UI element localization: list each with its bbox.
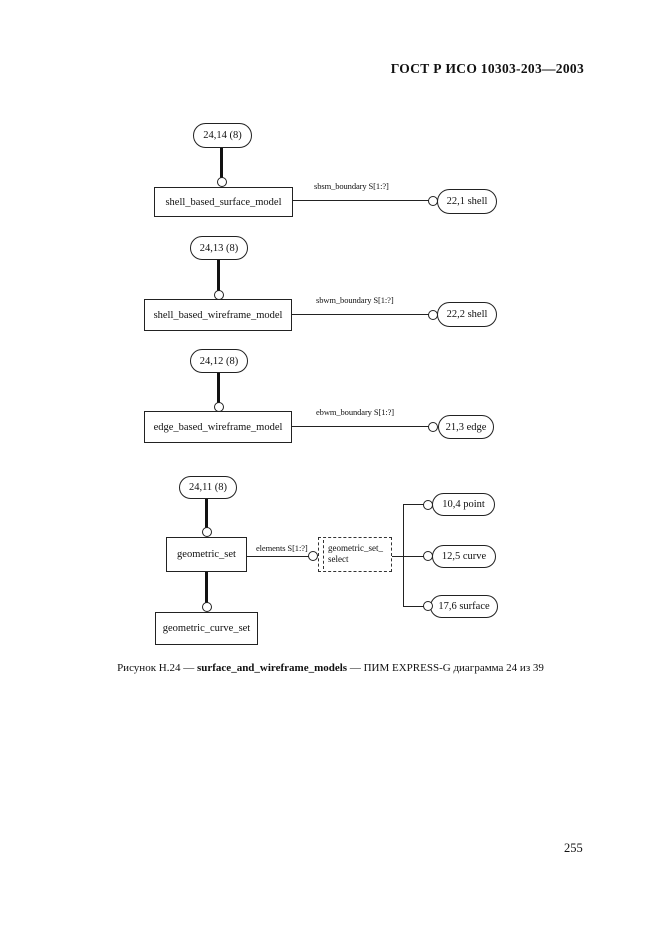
entity-box: shell_based_surface_model: [154, 187, 293, 217]
page-number: 255: [564, 841, 583, 855]
target-oval: 17,6 surface: [430, 595, 498, 618]
page-ref-connector-line: [217, 259, 220, 291]
figure-caption: Рисунок Н.24 — surface_and_wireframe_mod…: [0, 662, 661, 674]
relation-circle: [202, 527, 212, 537]
branch-stub-line: [403, 606, 424, 608]
relation-circle: [423, 601, 433, 611]
relation-circle: [214, 402, 224, 412]
target-oval: 10,4 point: [432, 493, 495, 516]
target-oval: 21,3 edge: [438, 415, 494, 439]
page-ref-connector-line: [205, 498, 208, 528]
relation-circle: [423, 500, 433, 510]
document-header: ГОСТ Р ИСО 10303-203—2003: [390, 61, 584, 76]
select-type-marker: [323, 540, 324, 569]
caption-figure-name: surface_and_wireframe_models: [196, 662, 348, 674]
select-type-box: geometric_set_ select: [318, 537, 392, 572]
entity-box: geometric_curve_set: [155, 612, 258, 645]
page-ref-oval: 24,12 (8): [190, 349, 248, 373]
target-oval: 22,1 shell: [437, 189, 497, 214]
relation-circle: [308, 551, 318, 561]
select-type-label-line2: select: [328, 554, 349, 564]
caption-suffix: — ПИМ EXPRESS-G диаграмма 24 из 39: [347, 662, 544, 674]
subtype-connector-line: [205, 572, 208, 603]
attribute-line: [292, 426, 429, 428]
relation-circle: [217, 177, 227, 187]
branch-stub-line: [403, 504, 424, 506]
attribute-label: ebwm_boundary S[1:?]: [316, 407, 395, 417]
relation-circle: [428, 196, 438, 206]
attribute-line: [293, 200, 429, 202]
branch-trunk-line: [403, 504, 405, 607]
page-ref-connector-line: [217, 372, 220, 403]
attribute-label: elements S[1:?]: [256, 543, 308, 553]
page-ref-oval: 24,13 (8): [190, 236, 248, 260]
target-oval: 12,5 curve: [432, 545, 496, 568]
relation-circle: [428, 310, 438, 320]
attribute-label: sbsm_boundary S[1:?]: [314, 181, 389, 191]
relation-circle: [202, 602, 212, 612]
attribute-label: sbwm_boundary S[1:?]: [316, 295, 394, 305]
select-type-label-line1: geometric_set_: [328, 543, 383, 553]
relation-circle: [428, 422, 438, 432]
attribute-line: [292, 314, 429, 316]
page-ref-oval: 24,14 (8): [193, 123, 252, 148]
caption-prefix: Рисунок Н.24 —: [117, 662, 197, 674]
relation-circle: [423, 551, 433, 561]
target-oval: 22,2 shell: [437, 302, 497, 327]
entity-box: geometric_set: [166, 537, 247, 572]
branch-stub-line: [403, 556, 424, 558]
page-ref-oval: 24,11 (8): [179, 476, 237, 499]
attribute-line: [247, 556, 309, 558]
page-ref-connector-line: [220, 147, 223, 178]
entity-box: shell_based_wireframe_model: [144, 299, 292, 331]
entity-box: edge_based_wireframe_model: [144, 411, 292, 443]
relation-circle: [214, 290, 224, 300]
select-branch-line: [392, 556, 404, 558]
